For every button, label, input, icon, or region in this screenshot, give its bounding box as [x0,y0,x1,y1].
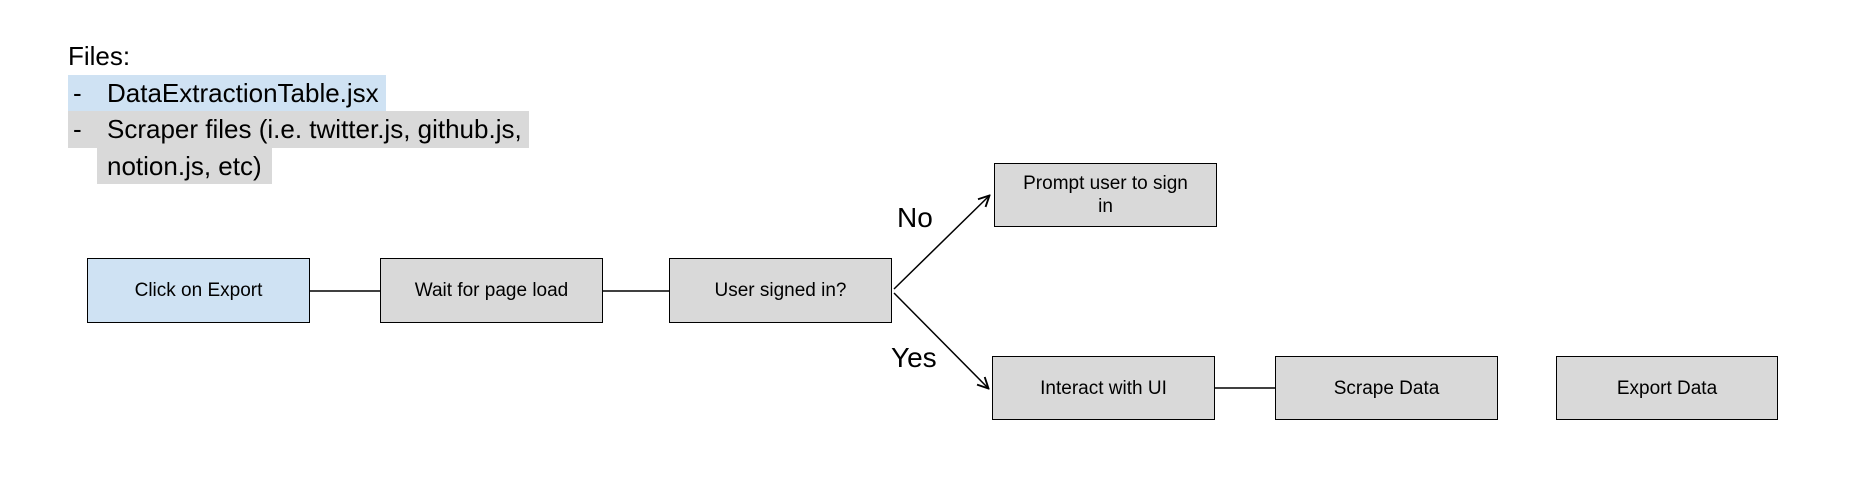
node-label: Interact with UI [1040,377,1167,399]
flowchart-node-wait-page-load[interactable]: Wait for page load [380,258,603,323]
files-list-item-1: -DataExtractionTable.jsx [68,74,529,111]
highlight-gray: -Scraper files (i.e. twitter.js, github.… [68,111,529,148]
flowchart-node-prompt-sign-in[interactable]: Prompt user to sign in [994,163,1217,227]
files-list-item-2-line-1: -Scraper files (i.e. twitter.js, github.… [68,111,529,148]
node-label: Click on Export [134,280,263,301]
list-marker: - [73,114,82,144]
node-label: Wait for page load [414,280,569,301]
flowchart-node-scrape-data[interactable]: Scrape Data [1275,356,1498,420]
highlight-blue: -DataExtractionTable.jsx [68,74,386,111]
flowchart-node-interact-ui[interactable]: Interact with UI [992,356,1215,420]
files-list-item-2-text-line-2: notion.js, etc) [107,150,262,181]
node-label: Export Data [1616,377,1718,399]
branch-label-yes: Yes [891,342,937,373]
branch-label-no: No [897,202,933,233]
files-list-item-2-text-line-1: Scraper files (i.e. twitter.js, github.j… [107,114,522,144]
flowchart-node-click-export[interactable]: Click on Export [87,258,310,323]
flowchart-node-user-signed-in[interactable]: User signed in? [669,258,892,323]
flowchart-node-export-data[interactable]: Export Data [1556,356,1778,420]
files-list-item-2-line-2: notion.js, etc) [68,147,529,184]
connector-yes-arrow [893,292,988,388]
files-list-item-1-text: DataExtractionTable.jsx [107,77,379,108]
highlight-gray: notion.js, etc) [97,147,272,184]
node-label: Prompt user to sign in [1023,173,1188,217]
files-note: Files: -DataExtractionTable.jsx -Scraper… [68,38,529,184]
node-label: User signed in? [714,280,847,301]
list-marker: - [73,77,82,108]
files-note-title: Files: [68,41,131,71]
node-label: Scrape Data [1333,377,1440,399]
